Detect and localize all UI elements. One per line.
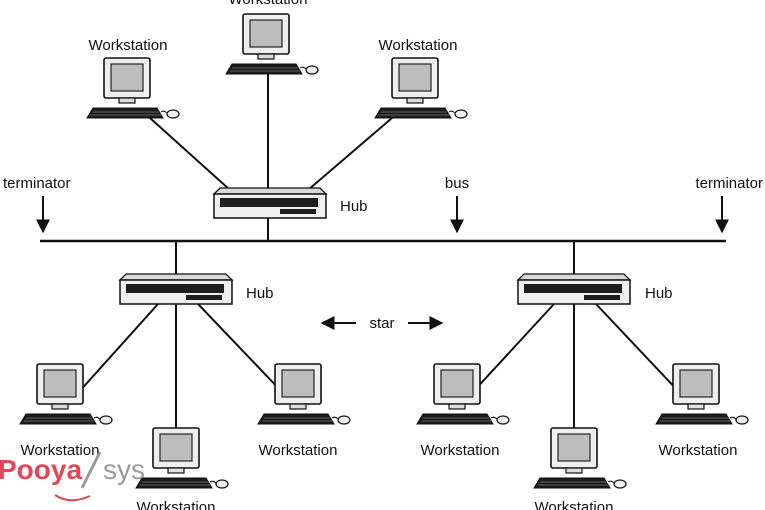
workstation-top-right [374, 57, 468, 119]
workstation-label-right-3: Workstation [659, 442, 738, 459]
workstation-label-right-2: Workstation [535, 499, 614, 510]
terminator-label-right: terminator [695, 175, 763, 192]
watermark-swoosh [54, 494, 91, 502]
terminator-label-left: terminator [3, 175, 71, 192]
workstation-label-left-2: Workstation [137, 499, 216, 510]
hub-label-left: Hub [246, 285, 274, 302]
workstation-right-2 [533, 427, 627, 489]
watermark-brand-right: sys [103, 454, 145, 485]
hub-left [119, 273, 233, 305]
workstation-label-top-left: Workstation [89, 37, 168, 54]
workstation-left-1 [19, 363, 113, 425]
workstation-left-3 [257, 363, 351, 425]
workstation-label-left-1: Workstation [21, 442, 100, 459]
workstation-label-top-center: Workstation [229, 0, 308, 8]
bus-label: bus [445, 175, 469, 192]
connector-lines [77, 70, 681, 432]
workstation-label-right-1: Workstation [421, 442, 500, 459]
hub-top [213, 187, 327, 219]
watermark-slash [80, 451, 102, 489]
hub-label-top: Hub [340, 198, 368, 215]
arrow-icons [36, 196, 729, 330]
workstation-label-top-right: Workstation [379, 37, 458, 54]
pooyasys-watermark: Pooya sys [0, 451, 145, 502]
workstation-right-3 [655, 363, 749, 425]
star-label: star [369, 315, 394, 332]
workstation-top-center [225, 13, 319, 75]
workstation-right-1 [416, 363, 510, 425]
workstation-left-2 [135, 427, 229, 489]
workstation-label-left-3: Workstation [259, 442, 338, 459]
hub-label-right: Hub [645, 285, 673, 302]
watermark-brand-left: Pooya [0, 454, 82, 485]
hub-right [517, 273, 631, 305]
workstation-top-left [86, 57, 180, 119]
